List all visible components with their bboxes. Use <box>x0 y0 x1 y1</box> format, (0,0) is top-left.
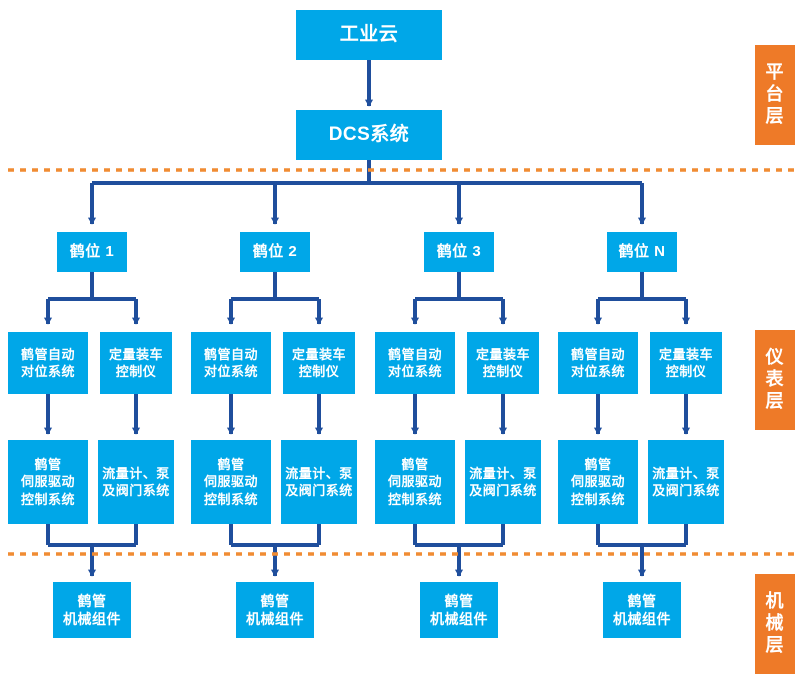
node-instrument-4[interactable]: 定量装车 控制仪 <box>283 332 355 394</box>
node-device-4[interactable]: 流量计、泵 及阀门系统 <box>281 440 357 524</box>
node-bay-4[interactable]: 鹤位 N <box>607 232 677 272</box>
node-mechanical-2[interactable]: 鹤管 机械组件 <box>236 582 314 638</box>
node-dcs-system[interactable]: DCS系统 <box>296 110 442 160</box>
node-bay-1[interactable]: 鹤位 1 <box>57 232 127 272</box>
node-instrument-8[interactable]: 定量装车 控制仪 <box>650 332 722 394</box>
node-instrument-6[interactable]: 定量装车 控制仪 <box>467 332 539 394</box>
node-device-7[interactable]: 鹤管 伺服驱动 控制系统 <box>558 440 638 524</box>
node-mechanical-3[interactable]: 鹤管 机械组件 <box>420 582 498 638</box>
node-bay-3[interactable]: 鹤位 3 <box>424 232 494 272</box>
node-industrial-cloud[interactable]: 工业云 <box>296 10 442 60</box>
layer-tag-platform: 平 台 层 <box>755 45 795 145</box>
node-device-6[interactable]: 流量计、泵 及阀门系统 <box>465 440 541 524</box>
node-bay-2[interactable]: 鹤位 2 <box>240 232 310 272</box>
layer-tag-instrument: 仪 表 层 <box>755 330 795 430</box>
node-device-3[interactable]: 鹤管 伺服驱动 控制系统 <box>191 440 271 524</box>
node-instrument-5[interactable]: 鹤管自动 对位系统 <box>375 332 455 394</box>
layer-tag-mechanical: 机 械 层 <box>755 574 795 674</box>
node-device-5[interactable]: 鹤管 伺服驱动 控制系统 <box>375 440 455 524</box>
node-mechanical-4[interactable]: 鹤管 机械组件 <box>603 582 681 638</box>
node-device-8[interactable]: 流量计、泵 及阀门系统 <box>648 440 724 524</box>
node-instrument-2[interactable]: 定量装车 控制仪 <box>100 332 172 394</box>
node-device-2[interactable]: 流量计、泵 及阀门系统 <box>98 440 174 524</box>
node-device-1[interactable]: 鹤管 伺服驱动 控制系统 <box>8 440 88 524</box>
node-instrument-1[interactable]: 鹤管自动 对位系统 <box>8 332 88 394</box>
node-instrument-3[interactable]: 鹤管自动 对位系统 <box>191 332 271 394</box>
node-mechanical-1[interactable]: 鹤管 机械组件 <box>53 582 131 638</box>
node-instrument-7[interactable]: 鹤管自动 对位系统 <box>558 332 638 394</box>
